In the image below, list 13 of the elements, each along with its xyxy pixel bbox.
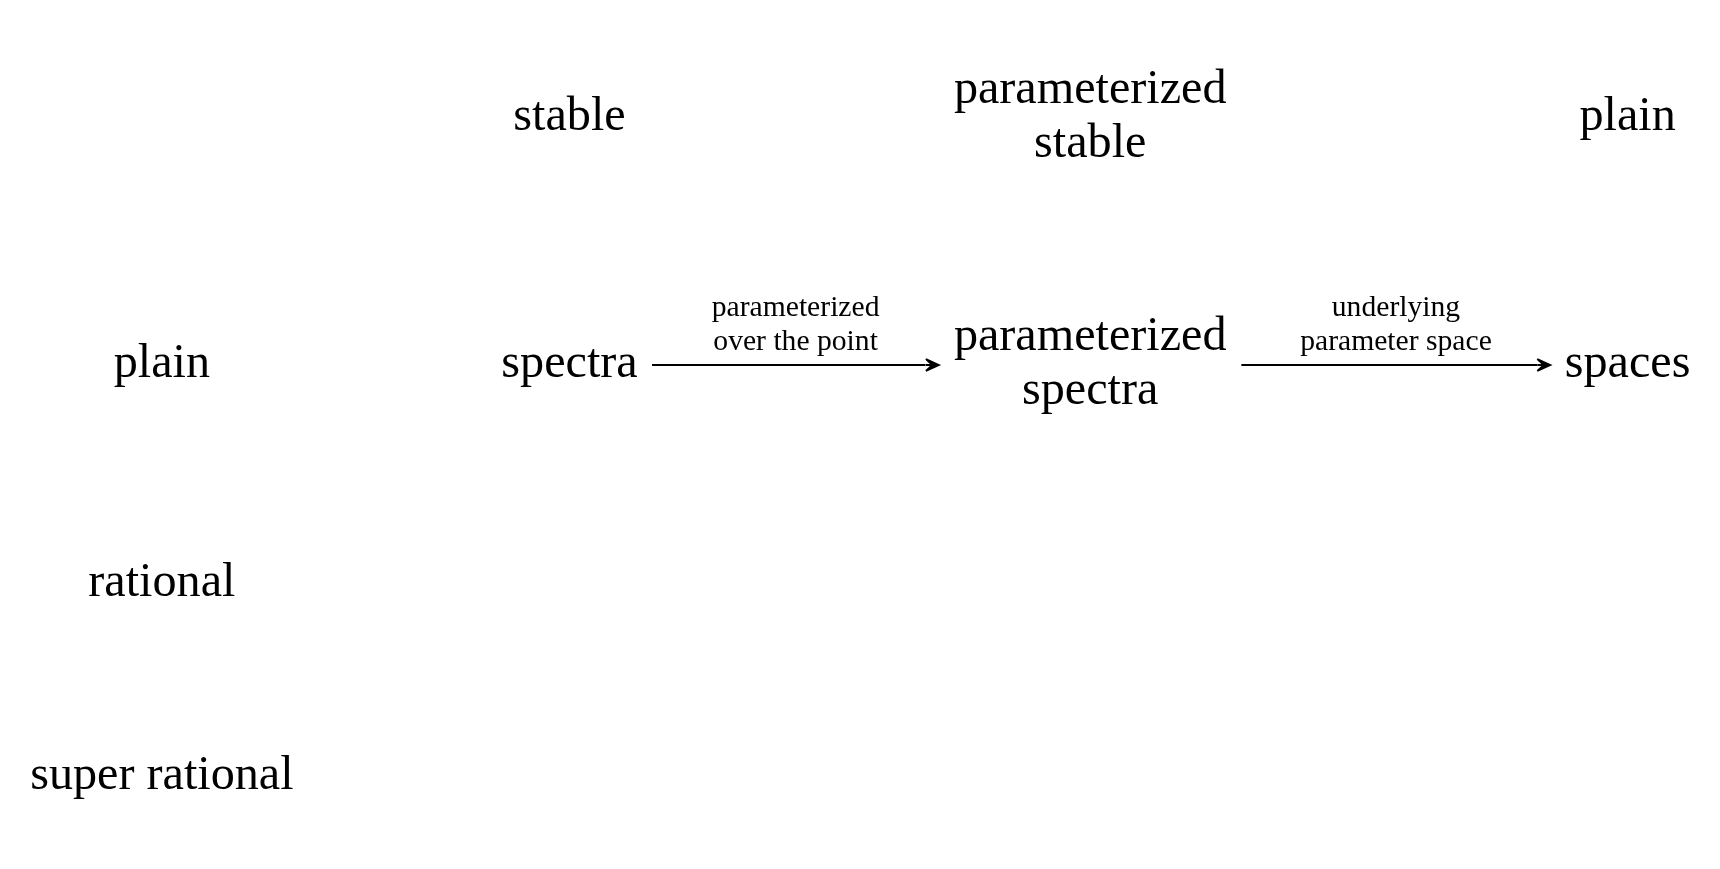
label: plain bbox=[1579, 87, 1676, 141]
label: plain bbox=[113, 333, 211, 387]
label: stable bbox=[513, 87, 626, 141]
node-text: spectra bbox=[501, 333, 638, 387]
label: super rational bbox=[30, 745, 294, 799]
node-text: parameterized spectra bbox=[953, 306, 1227, 414]
arrow bbox=[651, 358, 940, 372]
label: parameterized stable bbox=[953, 60, 1227, 168]
node-text: spaces bbox=[1564, 333, 1691, 387]
edge-label: parameterized over the point bbox=[711, 290, 880, 356]
arrow bbox=[1240, 358, 1552, 372]
edge-label: underlying parameter space bbox=[1300, 290, 1492, 356]
label: rational bbox=[88, 553, 236, 607]
